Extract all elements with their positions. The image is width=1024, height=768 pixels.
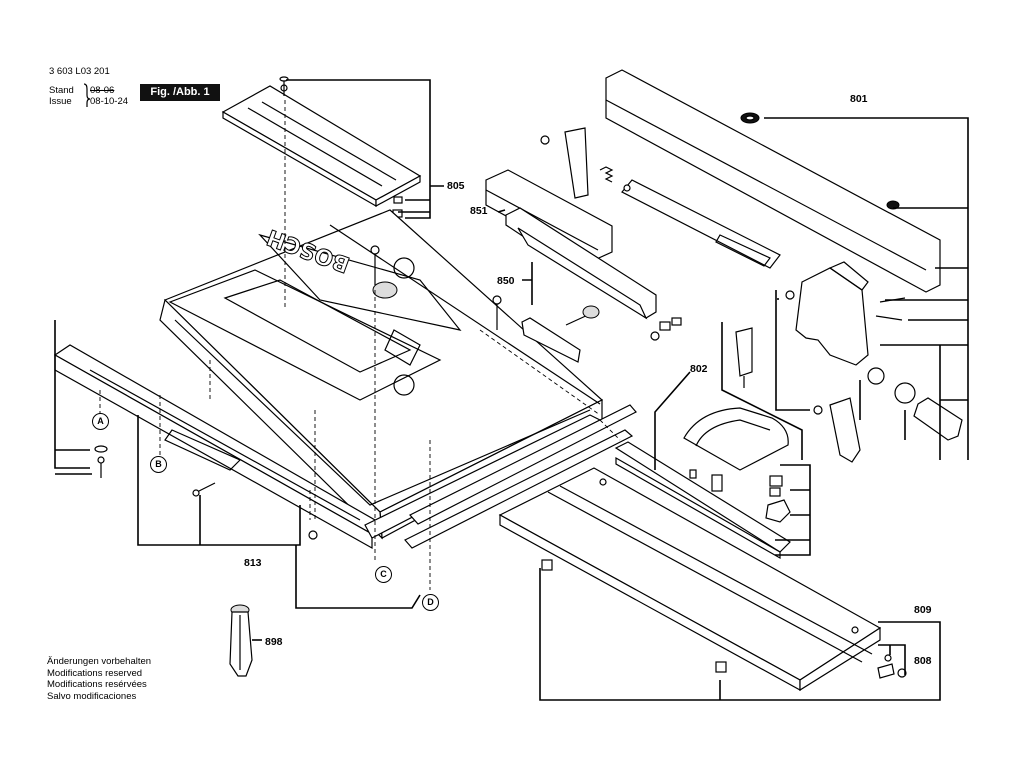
leader-802 — [654, 322, 803, 470]
part-number-850: 850 — [497, 275, 515, 287]
leader-801-sub — [859, 345, 941, 460]
part-801-rip-fence — [540, 69, 941, 293]
part-screws-left — [94, 445, 318, 540]
reference-marker-d: D — [422, 594, 439, 611]
header-brace — [83, 83, 91, 107]
part-number-805: 805 — [447, 180, 465, 192]
leader-813-bottom — [295, 545, 421, 609]
stand-label: Stand — [49, 85, 74, 96]
part-number-813: 813 — [244, 557, 262, 569]
part-851-fence-profile — [485, 169, 657, 320]
part-number-802: 802 — [690, 363, 708, 375]
leader-801-left — [775, 290, 810, 411]
part-number-809: 809 — [914, 604, 932, 616]
modifications-notice: Änderungen vorbehalten Modifications res… — [47, 656, 151, 702]
figure-label: Fig. /Abb. 1 — [140, 84, 220, 101]
leader-813-left — [54, 320, 92, 475]
part-number-808: 808 — [914, 655, 932, 667]
part-fence-lock-lever — [785, 261, 963, 463]
leader-808 — [878, 644, 906, 675]
reference-marker-b: B — [150, 456, 167, 473]
reference-marker-c: C — [375, 566, 392, 583]
leader-805-a — [286, 79, 431, 219]
notice-fr: Modifications resérvées — [47, 679, 147, 690]
part-802-miter-gauge — [614, 327, 791, 560]
notice-en: Modifications reserved — [47, 667, 143, 679]
part-saw-table — [159, 209, 604, 540]
part-number-801: 801 — [850, 93, 868, 105]
part-809-extension-table — [498, 467, 907, 692]
leader-801 — [764, 117, 969, 460]
issue-label: Issue — [49, 96, 72, 107]
part-number-898: 898 — [265, 636, 283, 648]
leader-802-right — [775, 464, 811, 556]
issue-date: 08-10-24 — [90, 96, 129, 107]
part-number-851: 851 — [470, 205, 488, 217]
part-850-fence-clamp — [521, 305, 682, 363]
document-number: 3 603 L03 201 — [49, 66, 110, 77]
reference-marker-a: A — [92, 413, 109, 430]
leader-809 — [539, 568, 941, 701]
leader-805-b — [398, 185, 444, 213]
leader-850 — [522, 262, 533, 305]
leader-813-mid — [137, 415, 301, 546]
leader-851 — [497, 209, 506, 213]
notice-es: Salvo modificaciones — [47, 690, 137, 702]
part-898-push-stick — [229, 604, 253, 677]
part-front-rail — [53, 344, 637, 550]
part-805-table-insert — [221, 76, 422, 218]
assembly-lines — [99, 100, 621, 590]
stand-date: 08-06 — [90, 85, 115, 96]
notice-de: Änderungen vorbehalten — [47, 656, 152, 667]
